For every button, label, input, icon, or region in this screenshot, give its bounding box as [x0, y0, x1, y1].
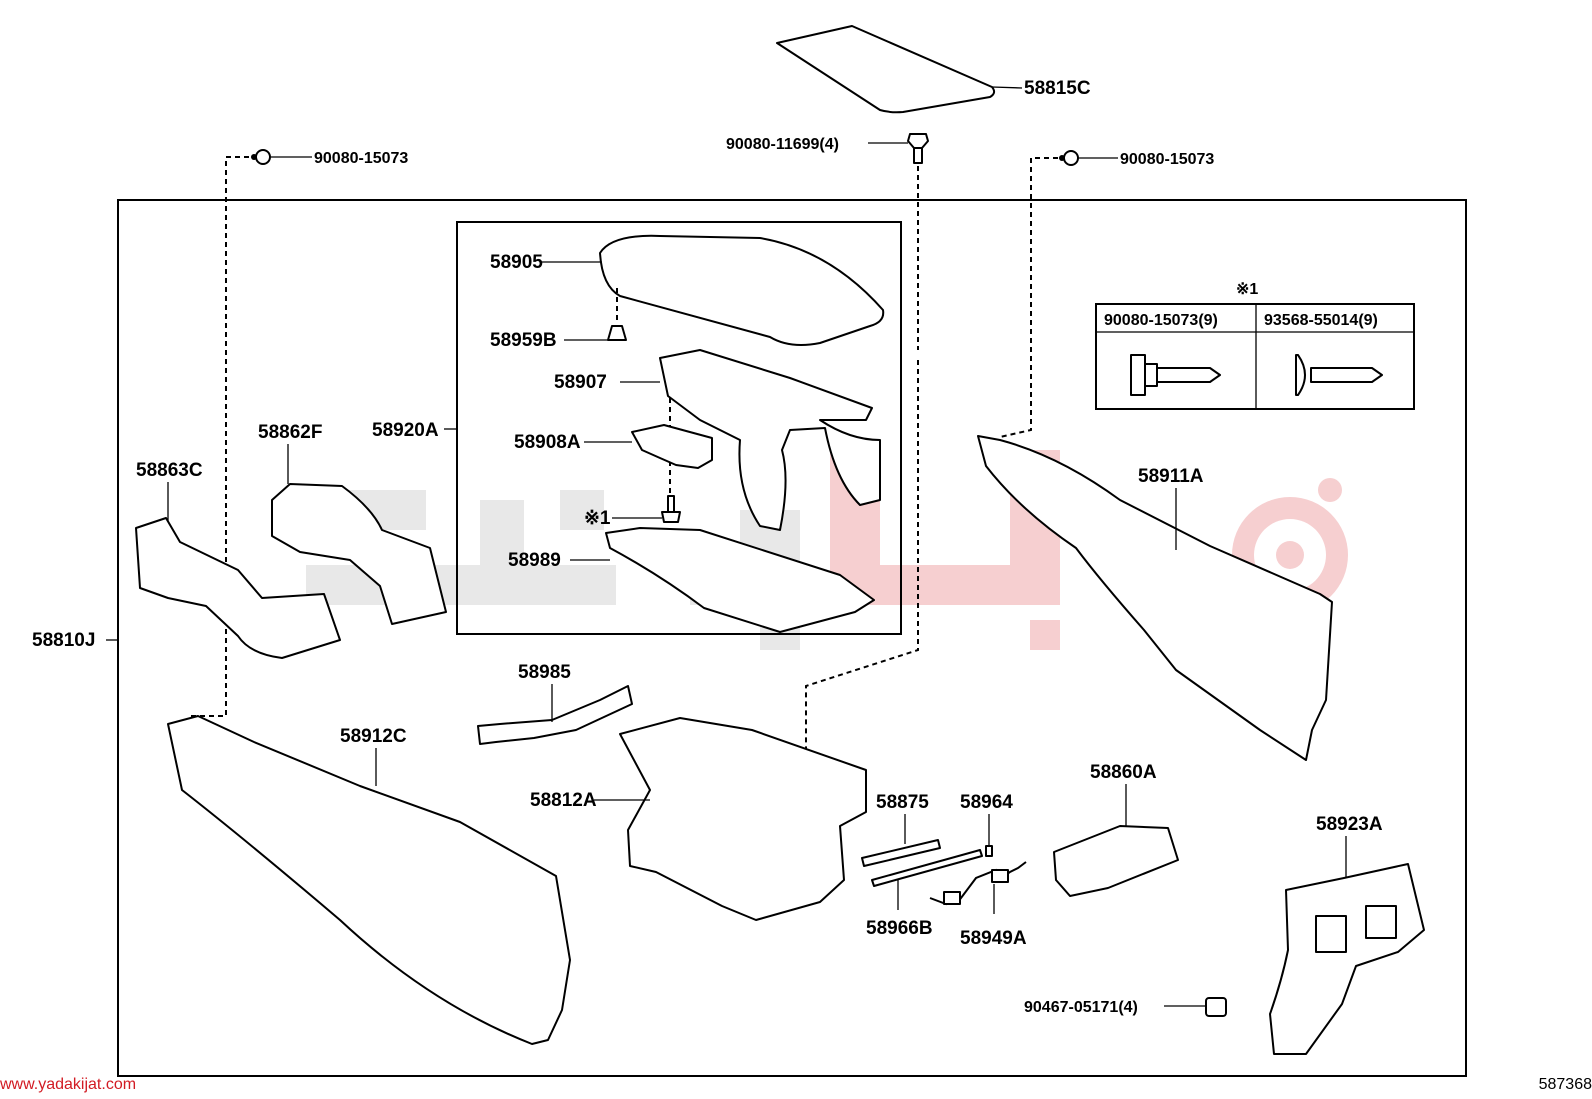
box-label: 58812A — [530, 790, 597, 811]
bolt-left-label: 90080-15073 — [314, 150, 408, 167]
clip-label: 58959B — [490, 330, 557, 351]
table-col1: 90080-15073(9) — [1104, 312, 1218, 329]
bracket-part: 58908A — [514, 424, 713, 469]
clip-part: 58959B — [490, 325, 627, 351]
panel-right-part: 58911A — [977, 435, 1333, 761]
bolt-right: 90080-15073 — [999, 150, 1214, 438]
console-assy-callout: 58810J — [32, 630, 118, 651]
site-url[interactable]: www.yadakijat.com — [0, 1076, 137, 1093]
ring-part: 58964 — [960, 792, 1013, 857]
subassembly-callout: 58920A — [372, 420, 457, 441]
duct-f-part: 58862F — [258, 422, 447, 625]
frame-part: 58907 — [554, 349, 881, 531]
diagram-code: 587368 — [1538, 1076, 1592, 1093]
box-part: 58812A — [530, 717, 867, 921]
bolt-center: 90080-11699(4) — [726, 133, 929, 790]
shaft-part: 58966B — [866, 849, 983, 939]
bracket-label: 58908A — [514, 432, 581, 453]
lid-label: 58905 — [490, 252, 543, 273]
rear-panel-part: 58923A — [1269, 814, 1425, 1055]
clip-rear-part: 90467-05171(4) — [1024, 997, 1227, 1017]
screw-mark-label: ※1 — [584, 508, 611, 529]
panel-right-label: 58911A — [1138, 466, 1204, 487]
console-assy-label: 58810J — [32, 630, 95, 651]
screw-part: ※1 — [584, 495, 681, 529]
bolt-center-label: 90080-11699(4) — [726, 136, 839, 153]
duct-c-part: 58863C — [135, 460, 341, 659]
lid-part: 58905 — [490, 234, 885, 346]
fastener-table: ※1 90080-15073(9) 93568-55014(9) — [1095, 281, 1415, 410]
pin-part: 58875 — [861, 792, 941, 867]
stay-part: 58985 — [477, 662, 633, 745]
subassembly-frame — [456, 221, 902, 635]
table-col2: 93568-55014(9) — [1264, 312, 1378, 329]
pin-label: 58875 — [876, 792, 929, 813]
subassembly-label: 58920A — [372, 420, 439, 441]
tray-part: 58989 — [508, 527, 875, 633]
shaft-label: 58966B — [866, 918, 933, 939]
ring-label: 58964 — [960, 792, 1013, 813]
stay-label: 58985 — [518, 662, 571, 683]
frame-label: 58907 — [554, 372, 607, 393]
duct-f-label: 58862F — [258, 422, 322, 443]
panel-left-label: 58912C — [340, 726, 407, 747]
mat-part: 58815C — [776, 25, 1091, 114]
duct-c-label: 58863C — [136, 460, 203, 481]
tray-label: 58989 — [508, 550, 561, 571]
bolt-right-label: 90080-15073 — [1120, 151, 1214, 168]
spring-label: 58949A — [960, 928, 1027, 949]
mat-label: 58815C — [1024, 78, 1091, 99]
table-mark: ※1 — [1236, 281, 1258, 298]
bolt-left: 90080-15073 — [190, 149, 408, 717]
assembly-frame — [117, 199, 1467, 1077]
register-label: 58860A — [1090, 762, 1157, 783]
rear-panel-label: 58923A — [1316, 814, 1383, 835]
clip-rear-label: 90467-05171(4) — [1024, 999, 1138, 1016]
register-part: 58860A — [1053, 762, 1179, 897]
panel-left-part: 58912C — [167, 715, 571, 1045]
flange-bolt-icon — [1130, 354, 1221, 396]
spring-part: 58949A — [929, 861, 1027, 949]
tapping-screw-icon — [1295, 354, 1383, 396]
